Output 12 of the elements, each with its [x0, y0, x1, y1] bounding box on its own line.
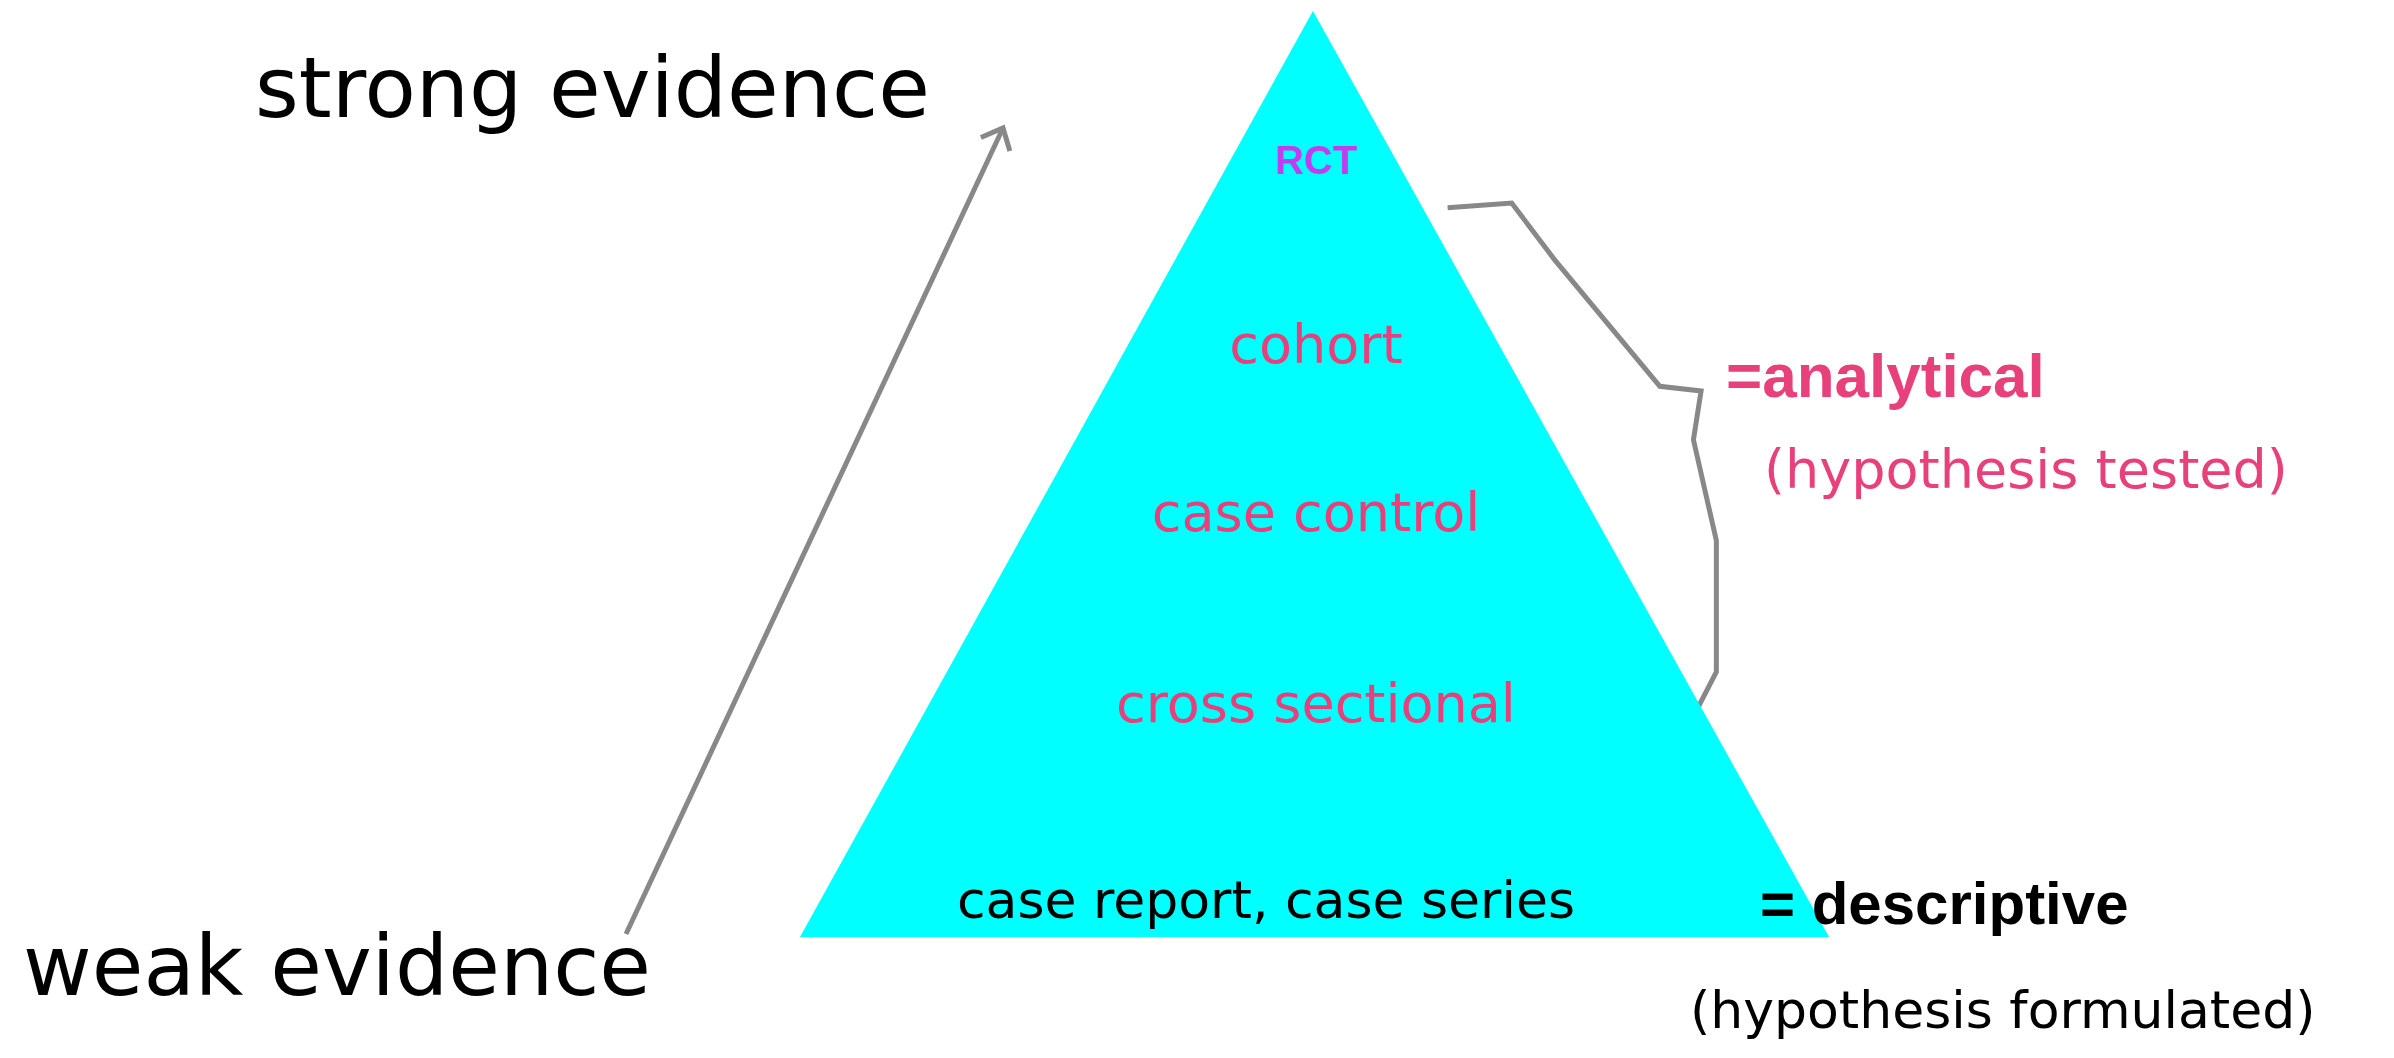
arrow — [623, 125, 1013, 936]
category-label: (hypothesis formulated) — [1690, 982, 2316, 1040]
category-label: =analytical — [1726, 341, 2045, 411]
level-label: cohort — [1229, 315, 1403, 375]
level-label: cross sectional — [1116, 674, 1516, 734]
level-label: RCT — [1274, 138, 1358, 182]
evidence-label: strong evidence — [255, 41, 930, 135]
evidence-label: weak evidence — [23, 919, 652, 1013]
level-label: case report, case series — [957, 872, 1575, 930]
category-label: = descriptive — [1760, 871, 2129, 937]
level-label: case control — [1151, 483, 1481, 543]
category-label: (hypothesis tested) — [1764, 440, 2288, 500]
